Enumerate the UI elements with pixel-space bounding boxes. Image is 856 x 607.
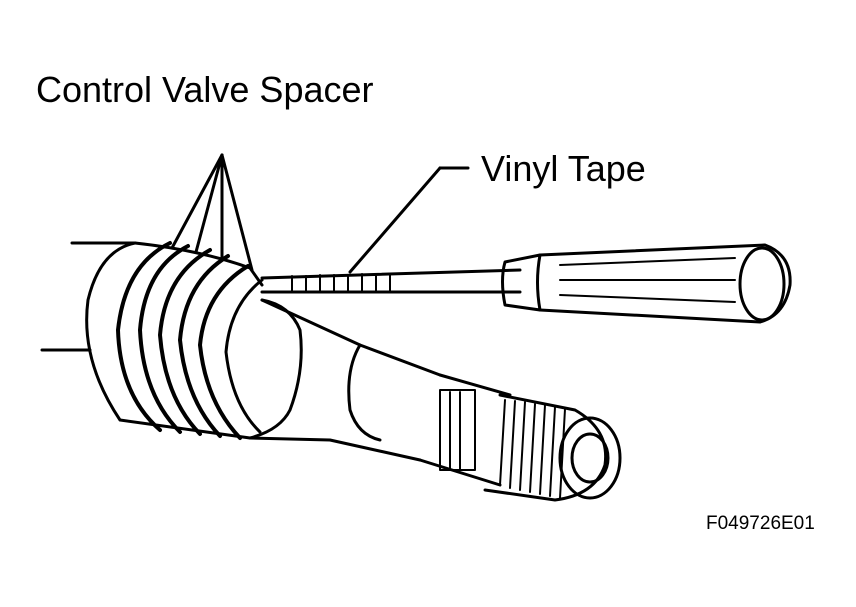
figure-id-label: F049726E01 <box>706 513 815 534</box>
vinyl-tape-label: Vinyl Tape <box>481 148 646 189</box>
screwdriver <box>260 166 792 324</box>
output-shaft <box>248 298 512 487</box>
splined-end <box>439 389 622 502</box>
control-valve-spacer-label: Control Valve Spacer <box>36 69 374 110</box>
control-valve-body <box>85 153 264 440</box>
valve-body-shaft <box>40 241 137 352</box>
